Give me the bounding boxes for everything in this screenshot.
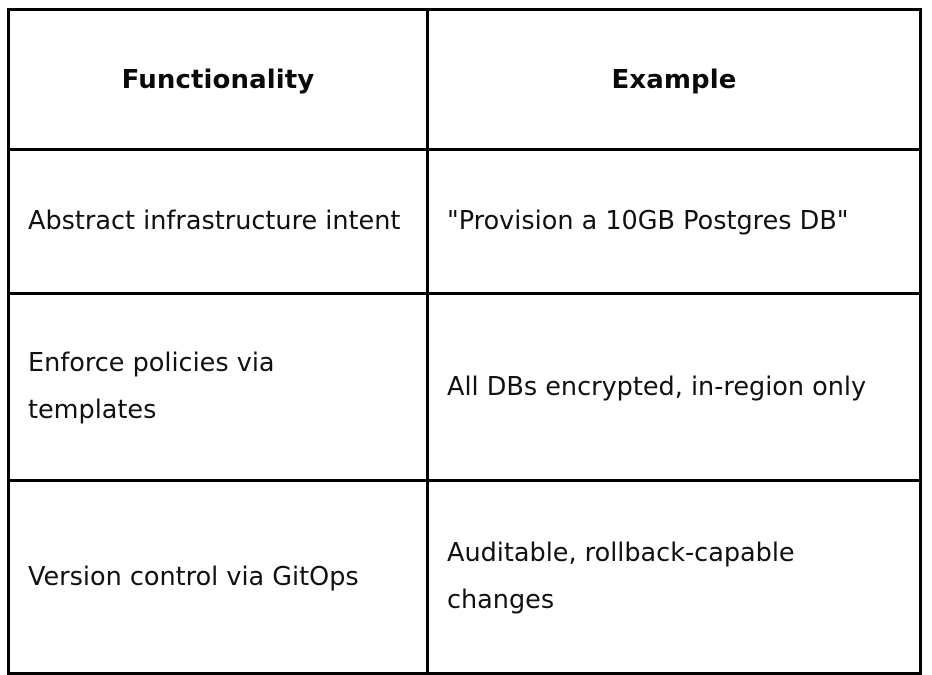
cell-text: All DBs encrypted, in-region only (447, 364, 903, 411)
cell-line: changes (447, 585, 555, 615)
cell-functionality: Version control via GitOps (7, 479, 429, 675)
cell-line: "Provision a 10GB Postgres DB" (447, 206, 849, 236)
table-row: Abstract infrastructure intent "Provisio… (7, 148, 922, 295)
cell-line: Auditable, rollback-capable (447, 538, 795, 568)
cell-example: Auditable, rollback-capable changes (426, 479, 922, 675)
cell-line: Enforce policies via (28, 348, 275, 378)
table-row: Enforce policies via templates All DBs e… (7, 292, 922, 482)
cell-line: Version control via GitOps (28, 561, 359, 592)
table-row: Version control via GitOps Auditable, ro… (7, 479, 922, 675)
cell-example: All DBs encrypted, in-region only (426, 292, 922, 482)
cell-example: "Provision a 10GB Postgres DB" (426, 148, 922, 295)
column-header-functionality: Functionality (7, 8, 429, 151)
table-body: Abstract infrastructure intent "Provisio… (7, 148, 922, 675)
functionality-example-table: Functionality Example Abstract infrastru… (7, 8, 922, 675)
table-header-row: Functionality Example (7, 8, 922, 151)
cell-functionality: Enforce policies via templates (7, 292, 429, 482)
cell-text: Auditable, rollback-capable changes (447, 530, 903, 624)
cell-text: Version control via GitOps (28, 554, 410, 601)
cell-functionality: Abstract infrastructure intent (7, 148, 429, 295)
cell-text: Enforce policies via templates (28, 340, 410, 434)
cell-line: templates (28, 395, 157, 425)
cell-line: All DBs encrypted, in-region only (447, 371, 867, 402)
cell-text: Abstract infrastructure intent (28, 198, 410, 245)
cell-text: "Provision a 10GB Postgres DB" (447, 198, 903, 245)
column-header-example: Example (426, 8, 922, 151)
cell-line: Abstract infrastructure intent (28, 206, 401, 236)
table-container: Functionality Example Abstract infrastru… (7, 8, 922, 675)
table-header: Functionality Example (7, 8, 922, 151)
